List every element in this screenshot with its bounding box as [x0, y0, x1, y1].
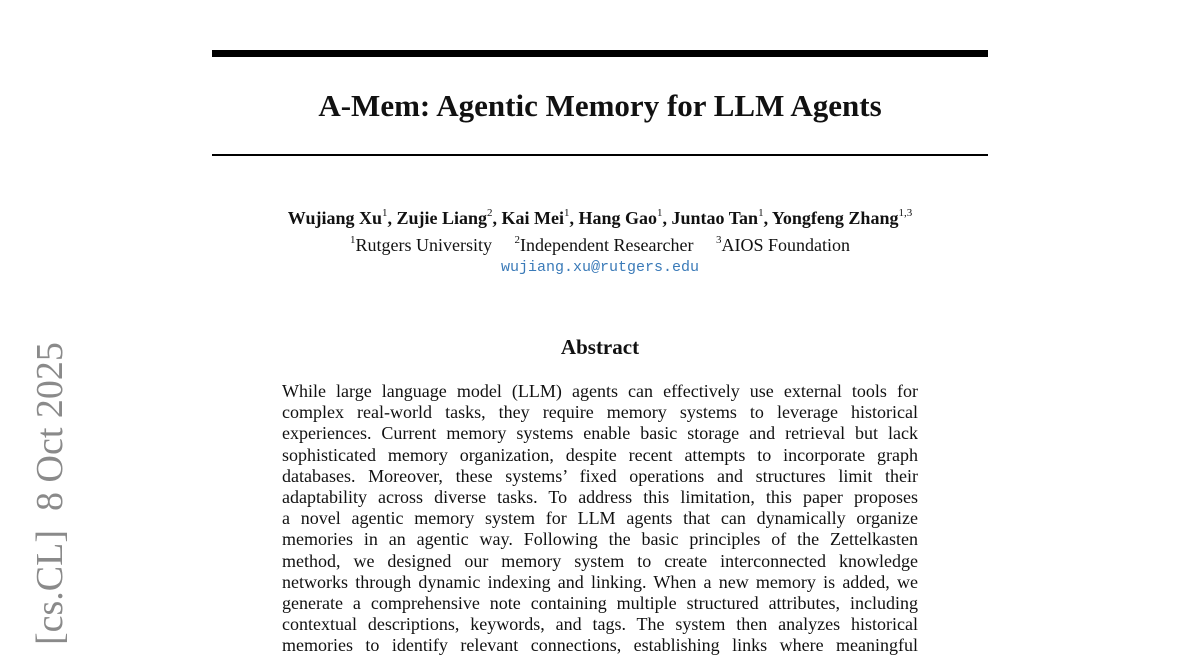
author: Yongfeng Zhang1,3 — [771, 207, 913, 229]
abstract-line: adaptability across diverse tasks. To ad… — [282, 486, 918, 507]
email-link[interactable]: wujiang.xu@rutgers.edu — [500, 259, 700, 276]
author: Hang Gao1 — [578, 207, 663, 229]
abstract-body: While large language model (LLM) agents … — [282, 381, 918, 656]
author-list: Wujiang Xu1, Zujie Liang2, Kai Mei1, Han… — [287, 207, 913, 229]
abstract-line: generate a comprehensive note containing… — [282, 592, 918, 613]
title-rule — [212, 154, 988, 156]
top-rule — [212, 50, 988, 57]
abstract-line: method, we designed our memory system to… — [282, 550, 918, 571]
abstract-line: sophisticated memory organization, despi… — [282, 444, 918, 465]
affiliations: 1Rutgers University 2Independent Researc… — [150, 235, 1050, 256]
affiliation: 2Independent Researcher — [514, 234, 694, 256]
arxiv-stamp: [cs.CL] 8 Oct 2025 — [29, 342, 71, 645]
author: Juntao Tan1 — [671, 207, 764, 229]
abstract-line: databases. Moreover, these systems’ fixe… — [282, 465, 918, 486]
author: Wujiang Xu1 — [287, 207, 388, 229]
abstract-line: contextual descriptions, keywords, and t… — [282, 614, 918, 635]
abstract-line: experiences. Current memory systems enab… — [282, 423, 918, 444]
abstract-line: While large language model (LLM) agents … — [282, 381, 918, 401]
affiliation: 1Rutgers University — [350, 234, 493, 256]
abstract-line: memories in an agentic way. Following th… — [282, 529, 918, 550]
abstract-line: networks through dynamic indexing and li… — [282, 571, 918, 592]
paper-title: A-Mem: Agentic Memory for LLM Agents — [318, 88, 882, 123]
abstract-line: memories to identify relevant connection… — [282, 635, 918, 656]
affiliation: 3AIOS Foundation — [715, 234, 850, 256]
abstract-line: a novel agentic memory system for LLM ag… — [282, 508, 918, 529]
author: Zujie Liang2 — [396, 207, 493, 229]
author: Kai Mei1 — [501, 207, 570, 229]
abstract-heading: Abstract — [560, 335, 640, 359]
abstract-line: complex real-world tasks, they require m… — [282, 402, 918, 423]
